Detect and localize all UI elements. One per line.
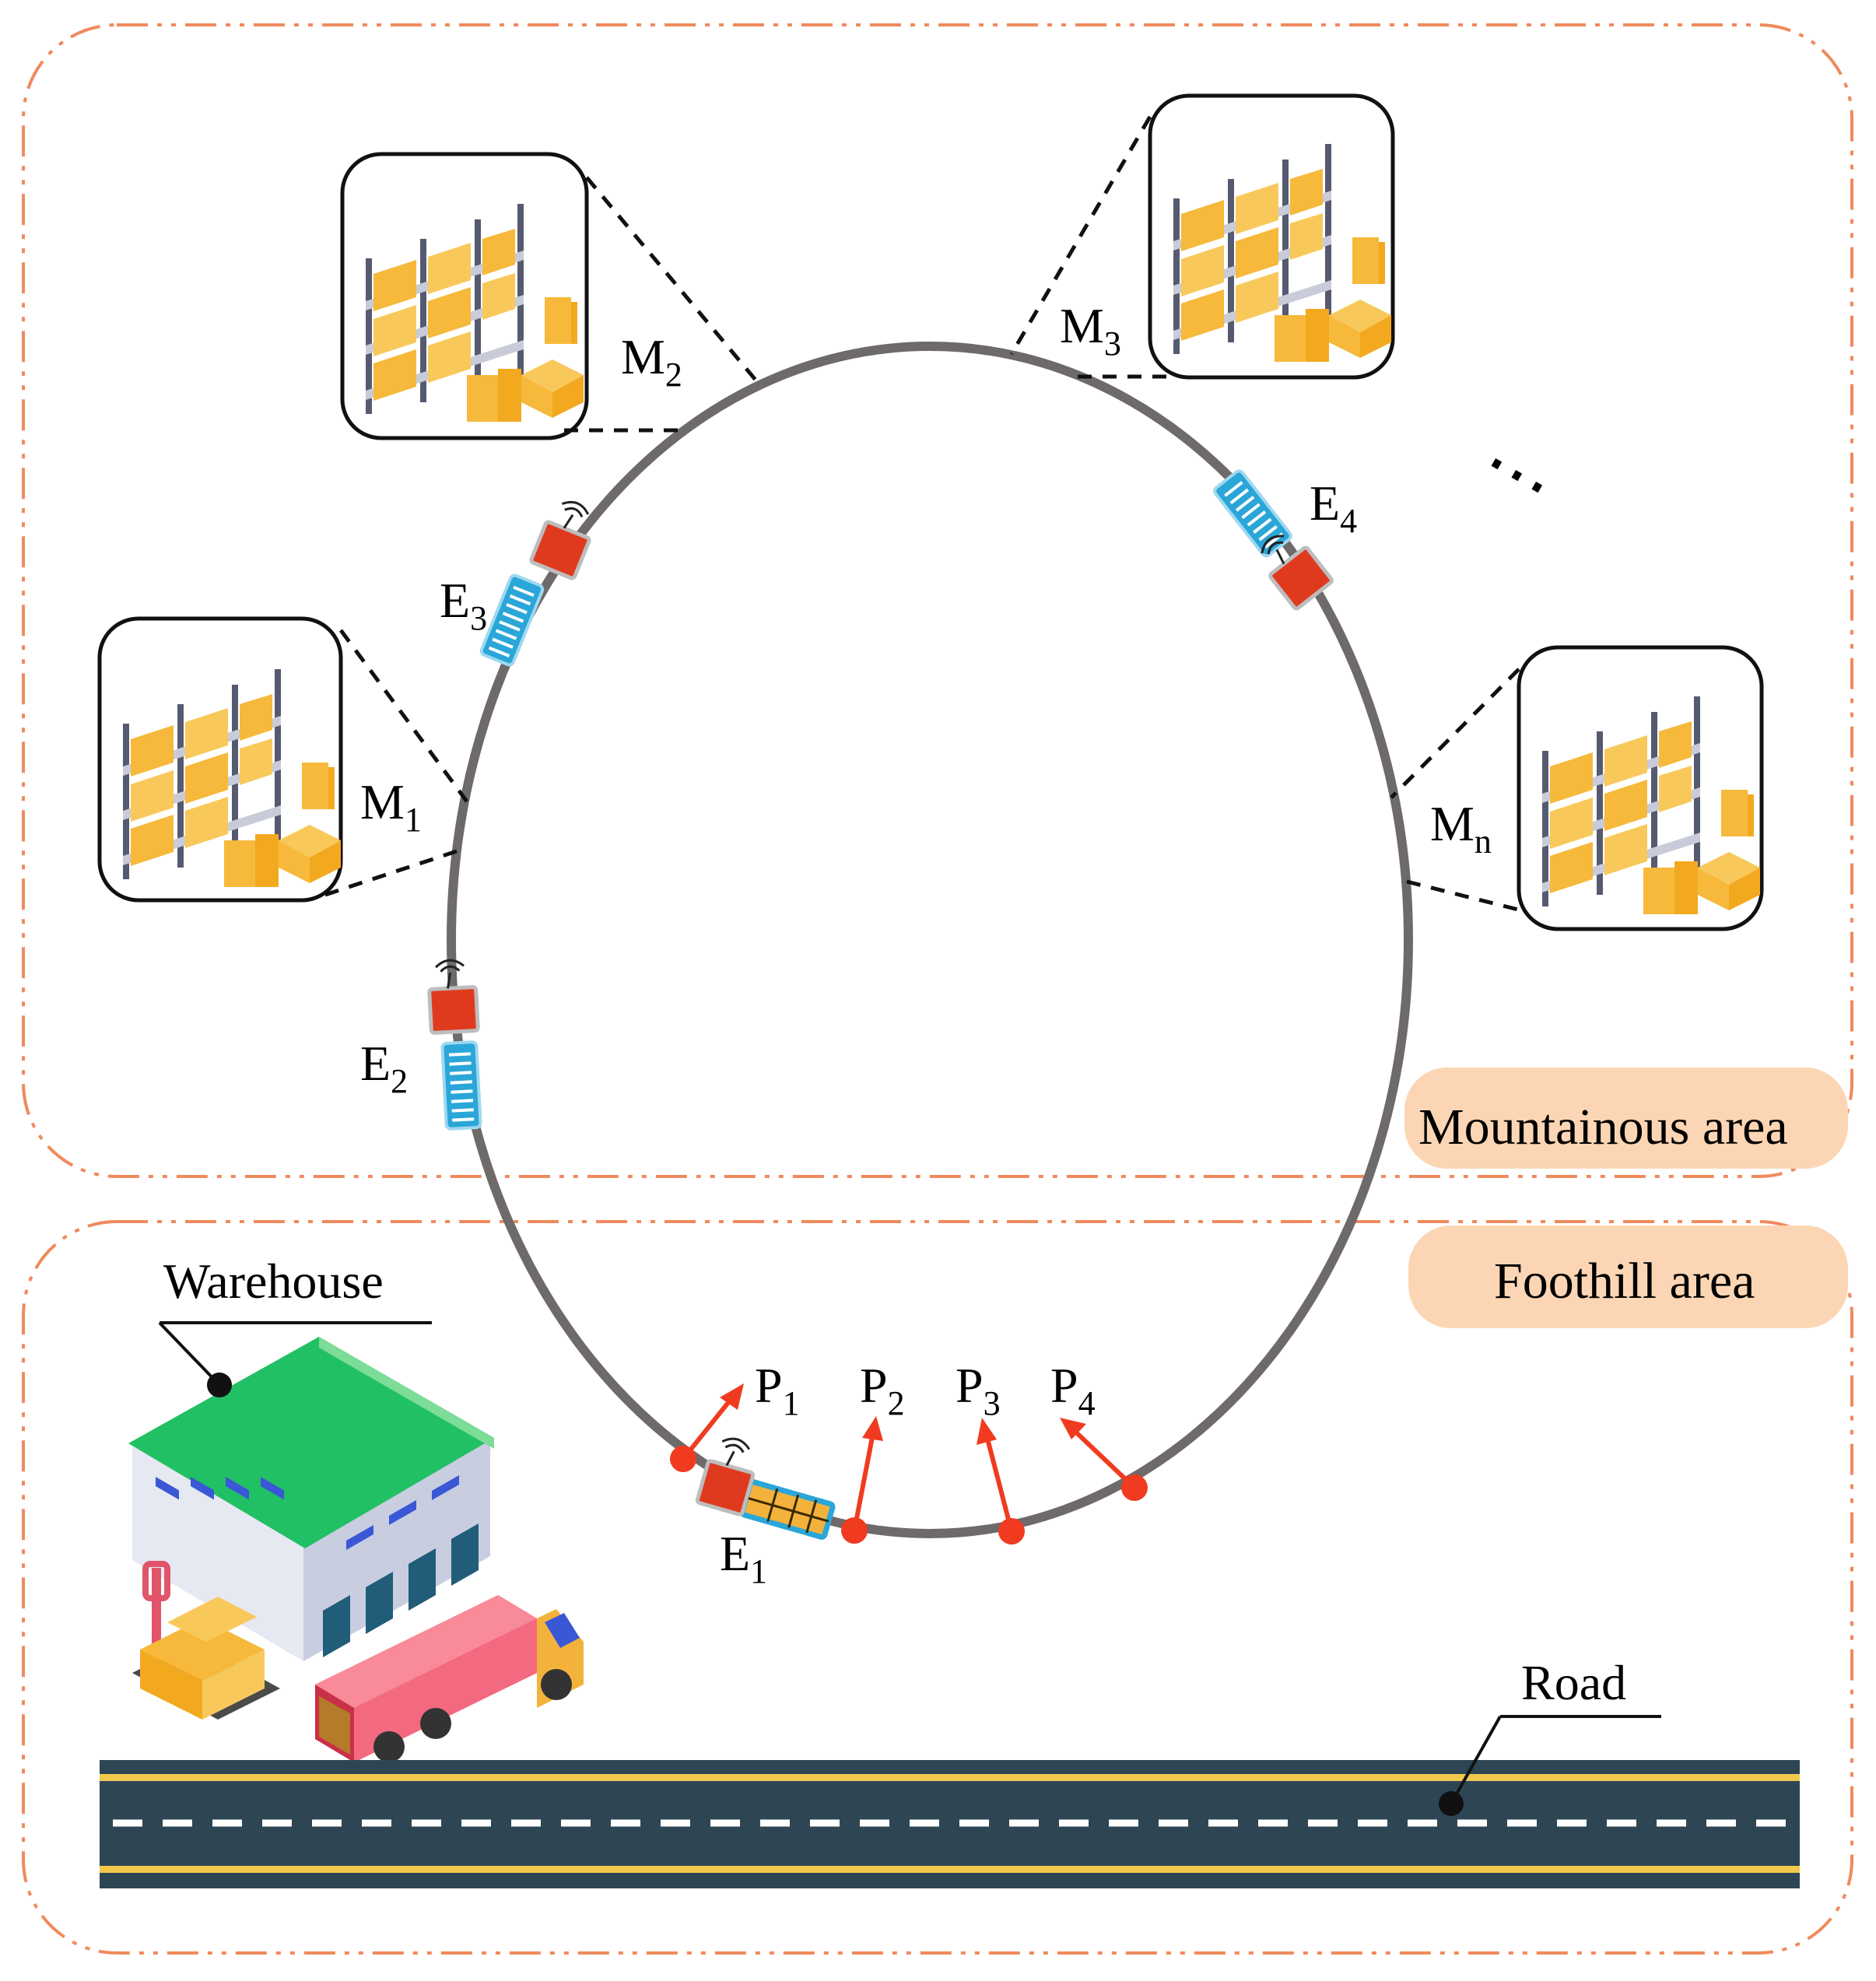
foothill-area-frame [22,1220,1853,1955]
warehouse-label: Warehouse [163,1253,384,1309]
station-m3-label: M3 [1060,298,1121,363]
station-mn-label: Mn [1430,796,1492,861]
vehicle-e4-label: E4 [1310,475,1357,540]
point-p4-label: P4 [1050,1358,1096,1422]
vehicle-e2-label: E2 [360,1036,408,1100]
point-p3: P3 [956,1358,1025,1544]
station-m2-label: M2 [621,329,682,394]
foothill-area-tag [1408,1225,1848,1328]
vehicle-e3: E3 [440,495,601,668]
road-label: Road [1521,1655,1626,1710]
point-p2-label: P2 [860,1358,905,1422]
station-m1-label: M1 [360,774,422,839]
warehouse: Warehouse [128,1253,494,1720]
vehicle-e4: E4 [1211,468,1357,609]
station-mn: Mn [1390,645,1764,931]
mountainous-area-label: Mountainous area [1418,1099,1788,1155]
vehicle-e1: E1 [696,1433,836,1590]
point-p1-label: P1 [755,1358,800,1422]
mountainous-area-tag [1404,1068,1848,1169]
mountainous-area-frame [22,23,1853,1178]
vehicle-e1-label: E1 [720,1526,767,1590]
point-p2: P2 [841,1358,905,1544]
road: Road [100,1655,1800,1888]
truck [315,1595,584,1762]
track-loop [447,342,1413,1538]
foothill-area-label: Foothill area [1494,1253,1755,1310]
vehicle-e2: E2 [360,959,481,1130]
point-p3-label: P3 [956,1358,1001,1422]
station-m3: M3 [1009,93,1395,380]
point-p1: P1 [670,1358,800,1472]
station-m2: M2 [340,152,760,440]
point-p4: P4 [1050,1358,1148,1501]
station-m1: M1 [97,616,469,903]
more-stations-ellipsis: ⋯ [1467,423,1566,525]
vehicle-e3-label: E3 [440,573,487,637]
